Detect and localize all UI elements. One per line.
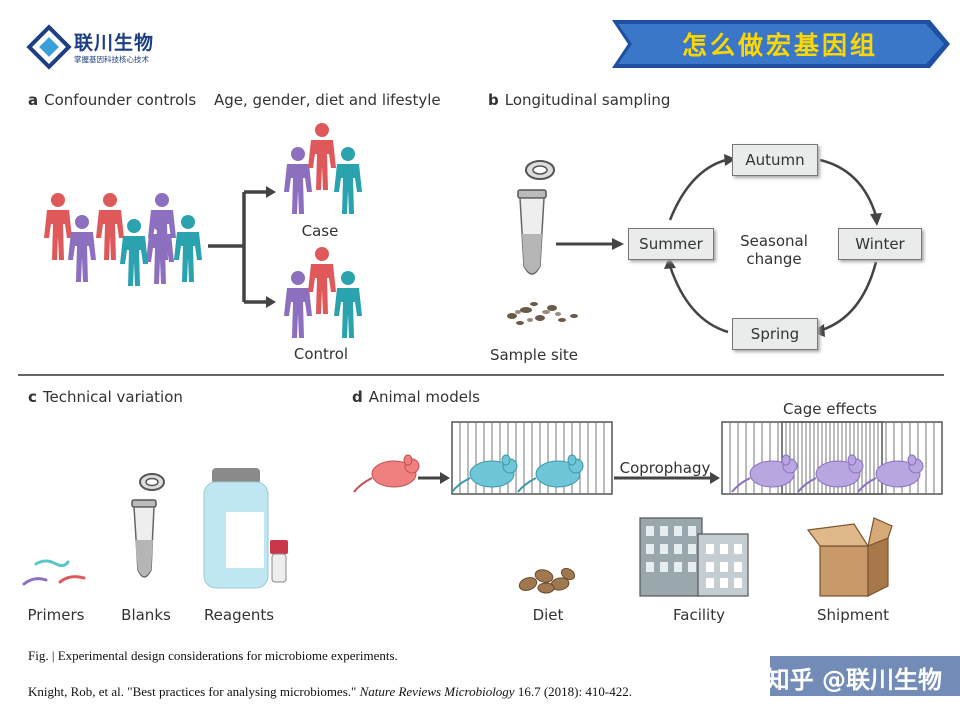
panel-d-label: d Animal models bbox=[352, 388, 480, 406]
panel-a-letter: a bbox=[28, 91, 39, 109]
sample-tube-icon bbox=[517, 160, 555, 275]
diet-pellets-icon bbox=[518, 567, 576, 594]
facility-label: Facility bbox=[673, 606, 725, 624]
horizontal-divider bbox=[18, 374, 944, 376]
season-spring-box: Spring bbox=[732, 318, 818, 350]
watermark-background bbox=[770, 656, 960, 696]
season-summer-box: Summer bbox=[628, 228, 714, 260]
small-vial-icon bbox=[270, 540, 288, 583]
panel-a-title: Confounder controls bbox=[44, 91, 197, 109]
citation: Knight, Rob, et al. "Best practices for … bbox=[28, 684, 632, 700]
sample-site-label: Sample site bbox=[489, 346, 579, 364]
primers-label: Primers bbox=[27, 606, 85, 624]
seasonal-cycle-arrows bbox=[556, 154, 882, 337]
seasonal-change-label: Seasonal change bbox=[728, 232, 820, 268]
blank-tube-icon bbox=[131, 473, 165, 578]
panel-a-label: a Confounder controls bbox=[28, 91, 196, 109]
facility-building-icon bbox=[639, 517, 749, 597]
citation-authors: Knight, Rob, et al. "Best practices for … bbox=[28, 684, 357, 699]
season-autumn-box: Autumn bbox=[732, 144, 818, 176]
diet-label: Diet bbox=[532, 606, 564, 624]
animal-models-figure bbox=[353, 421, 943, 495]
case-label: Case bbox=[301, 222, 339, 240]
reagent-bottle-icon bbox=[203, 468, 269, 589]
soil-sample-icon bbox=[507, 302, 578, 325]
seasonal-change-line2: change bbox=[746, 250, 802, 268]
panel-b-title: Longitudinal sampling bbox=[504, 91, 671, 109]
control-label: Control bbox=[293, 345, 349, 363]
panel-d-title: Animal models bbox=[368, 388, 480, 406]
seasonal-change-line1: Seasonal bbox=[740, 232, 808, 250]
blanks-label: Blanks bbox=[121, 606, 171, 624]
title-banner bbox=[612, 20, 950, 68]
citation-volume: 16.7 (2018): 410-422. bbox=[517, 684, 632, 699]
shipment-box-icon bbox=[806, 517, 893, 597]
panel-b-letter: b bbox=[488, 91, 499, 109]
company-logo-icon bbox=[26, 24, 72, 70]
watermark: 知乎 @联川生物 bbox=[765, 666, 942, 694]
page-title: 怎么做宏基因组 bbox=[681, 31, 878, 60]
logo-text: 联川生物 bbox=[74, 32, 155, 54]
cage-effects-label: Cage effects bbox=[783, 400, 877, 418]
panel-b-label: b Longitudinal sampling bbox=[488, 91, 670, 109]
coprophagy-label: Coprophagy bbox=[619, 459, 711, 477]
panel-c-title: Technical variation bbox=[42, 388, 183, 406]
shipment-label: Shipment bbox=[817, 606, 889, 624]
panel-a-subtitle: Age, gender, diet and lifestyle bbox=[214, 91, 441, 109]
figure-caption: Fig. | Experimental design consideration… bbox=[28, 648, 398, 663]
panel-c-label: c Technical variation bbox=[28, 388, 183, 406]
primers-icon bbox=[22, 559, 86, 586]
citation-journal: Nature Reviews Microbiology bbox=[359, 684, 515, 699]
season-winter-box: Winter bbox=[838, 228, 922, 260]
logo-subtitle: 掌握基因科技核心技术 bbox=[74, 55, 149, 64]
people-group-figure bbox=[44, 123, 362, 338]
reagents-label: Reagents bbox=[203, 606, 275, 624]
panel-c-letter: c bbox=[28, 388, 37, 406]
panel-d-letter: d bbox=[352, 388, 363, 406]
